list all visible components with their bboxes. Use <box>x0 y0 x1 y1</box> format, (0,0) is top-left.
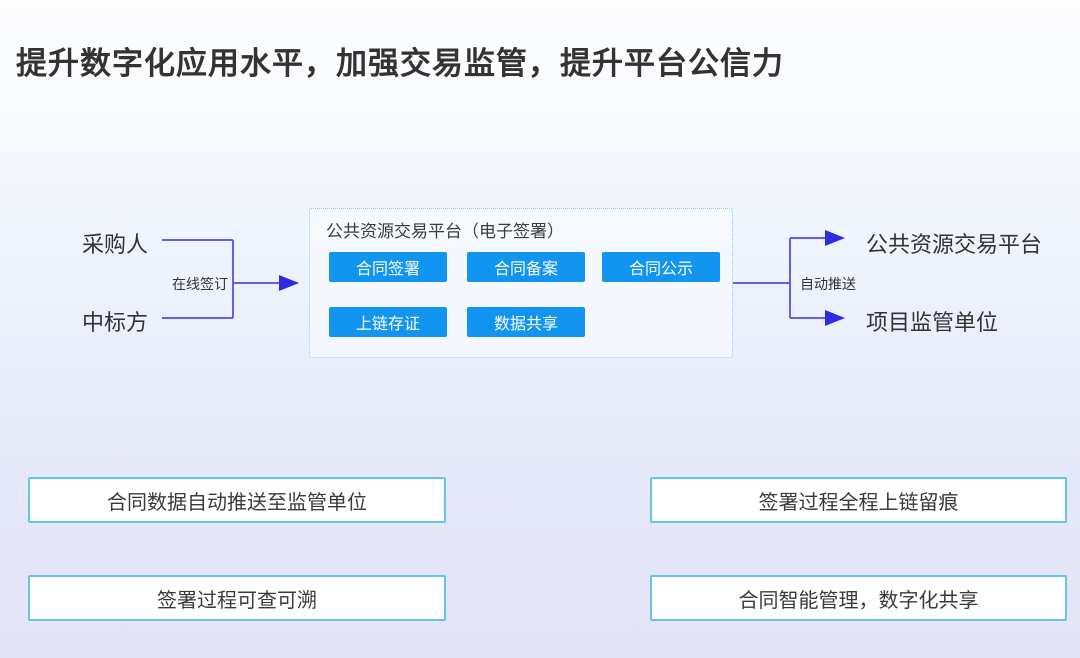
page-title: 提升数字化应用水平，加强交易监管，提升平台公信力 <box>16 46 784 81</box>
target-project-supervisor: 项目监管单位 <box>866 310 999 335</box>
benefit-traceable: 签署过程可查可溯 <box>28 575 446 621</box>
actor-winning-bidder: 中标方 <box>82 310 149 335</box>
module-contract-filing: 合同备案 <box>467 252 585 282</box>
benefit-smart-management: 合同智能管理，数字化共享 <box>650 575 1067 621</box>
edge-label-online-signing: 在线签订 <box>172 276 228 292</box>
benefit-auto-push: 合同数据自动推送至监管单位 <box>28 477 446 523</box>
target-trade-platform: 公共资源交易平台 <box>866 232 1043 257</box>
platform-title: 公共资源交易平台（电子签署） <box>326 222 564 241</box>
module-contract-signing: 合同签署 <box>329 252 447 282</box>
module-chain-deposit: 上链存证 <box>329 307 447 337</box>
module-contract-publicity: 合同公示 <box>602 252 720 282</box>
module-data-sharing: 数据共享 <box>467 307 585 337</box>
edge-label-auto-push: 自动推送 <box>800 276 856 292</box>
platform-box: 公共资源交易平台（电子签署） 合同签署 合同备案 合同公示 上链存证 数据共享 <box>309 208 733 358</box>
actor-purchaser: 采购人 <box>82 232 149 257</box>
benefit-chain-trace: 签署过程全程上链留痕 <box>650 477 1067 523</box>
